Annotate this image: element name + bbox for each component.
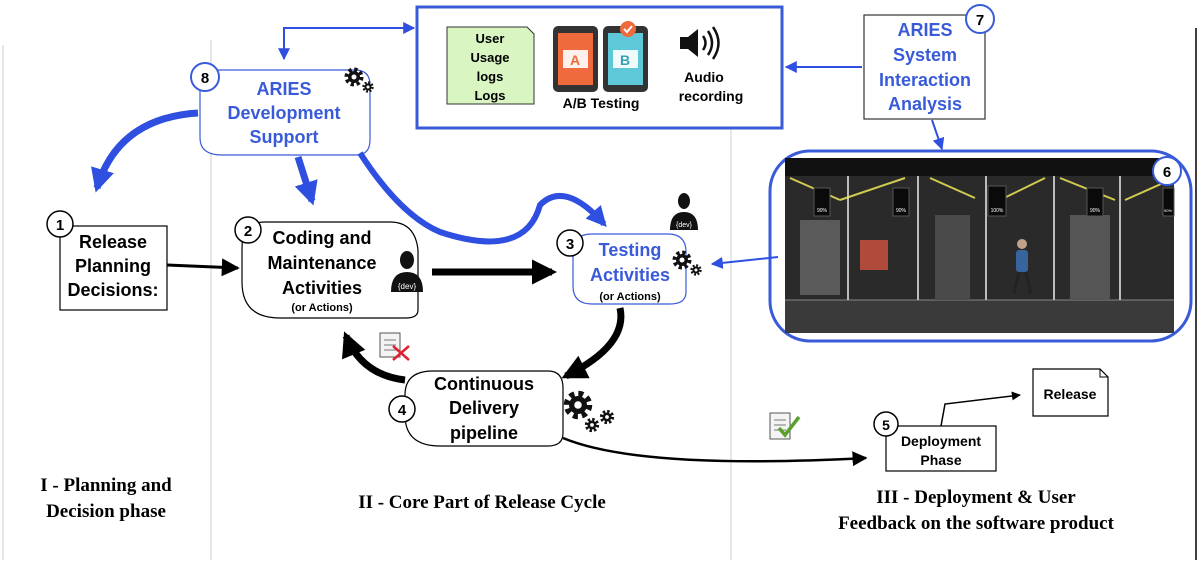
- badge-2: 2: [244, 223, 252, 240]
- node-smart-space-photo: 90% 90% 100% 90% 90%: [768, 149, 1193, 343]
- usage-logs-note: User Usage logs Logs: [446, 26, 535, 105]
- logs-line: Usage: [470, 50, 509, 65]
- logs-line: Logs: [474, 88, 505, 103]
- arrow-aries-dev-to-testing: [357, 151, 607, 245]
- gears-icon: [568, 395, 615, 433]
- badge-6: 6: [1163, 164, 1171, 181]
- arrow-deployment-to-release: [940, 391, 1021, 427]
- node3-line: Testing: [599, 240, 662, 260]
- phase-1-label: Decision phase: [46, 501, 166, 522]
- node8-line: Development: [227, 103, 340, 123]
- developer-icon: {dev}: [391, 251, 423, 292]
- node-testing-activities: Testing Activities (or Actions) 3 {dev}: [556, 193, 702, 305]
- node4-line: pipeline: [450, 423, 518, 443]
- arrow-pipeline-to-coding: [342, 331, 406, 384]
- data-sources-box: User Usage logs Logs A B A/B Testing Aud…: [415, 5, 784, 130]
- release-document: Release: [1032, 368, 1109, 417]
- arrow-photo-to-testing: [710, 256, 779, 269]
- node1-line: Release: [79, 232, 147, 252]
- photo-sign: 100%: [987, 185, 1007, 217]
- photo-sign-label: 100%: [991, 208, 1004, 214]
- photo-sign: 90%: [892, 187, 910, 217]
- arrow-aries-dev-to-planning: [91, 109, 199, 193]
- arrow-data-to-aries-dev: [278, 22, 416, 61]
- node-coding-maintenance-activities: Coding and Maintenance Activities (or Ac…: [234, 216, 423, 319]
- node5-line: Phase: [920, 452, 961, 468]
- node4-line: Delivery: [449, 398, 519, 418]
- arrow-aries-dev-to-coding: [294, 155, 318, 206]
- node-aries-development-support: ARIES Development Support 8: [190, 62, 374, 156]
- walking-person: [1012, 239, 1033, 295]
- photo-sign: 90%: [1162, 187, 1175, 217]
- node-continuous-delivery-pipeline: Continuous Delivery pipeline 4: [388, 370, 615, 447]
- logs-line: User: [476, 31, 505, 46]
- photo-sign-label: 90%: [1164, 208, 1172, 213]
- arrow-pipeline-to-deployment: [562, 436, 868, 467]
- node4-line: Continuous: [434, 374, 534, 394]
- speaker-icon: [680, 26, 720, 60]
- node7-line: ARIES: [897, 20, 952, 40]
- photo-sign: 90%: [813, 187, 831, 217]
- badge-5: 5: [882, 417, 890, 433]
- node8-line: ARIES: [256, 79, 311, 99]
- phase-3-label: III - Deployment & User: [876, 487, 1076, 508]
- node3-line: Activities: [590, 265, 670, 285]
- dev-label: {dev}: [398, 282, 417, 291]
- node2-line: Coding and: [273, 228, 372, 248]
- node-deployment-phase: Deployment Phase 5: [873, 411, 997, 472]
- arrow-analysis-to-photo: [931, 119, 945, 151]
- node3-sub: (or Actions): [599, 291, 661, 303]
- node1-line: Decisions:: [67, 280, 158, 300]
- ab-b-label: B: [620, 52, 630, 68]
- arrow-planning-to-coding: [166, 258, 240, 277]
- photo-sign-label: 90%: [1090, 208, 1101, 214]
- phase-1-label: I - Planning and: [40, 475, 172, 496]
- badge-4: 4: [398, 402, 407, 419]
- node5-line: Deployment: [901, 433, 981, 449]
- smart-space-photo: 90% 90% 100% 90% 90%: [785, 158, 1175, 333]
- dev-label: {dev}: [676, 222, 693, 229]
- arrow-testing-to-pipeline: [561, 307, 625, 380]
- rejected-document-icon: [379, 332, 410, 361]
- developer-icon: {dev}: [670, 193, 698, 230]
- photo-sign-label: 90%: [817, 208, 828, 214]
- node8-line: Support: [250, 127, 319, 147]
- ab-testing-icon: A B: [553, 21, 648, 92]
- ab-a-label: A: [570, 52, 580, 68]
- audio-line: recording: [679, 88, 744, 104]
- photo-sign: 90%: [1086, 187, 1104, 217]
- ab-testing-label: A/B Testing: [563, 95, 640, 111]
- node2-line: Activities: [282, 278, 362, 298]
- release-label: Release: [1044, 386, 1097, 402]
- badge-7: 7: [976, 12, 984, 29]
- node2-line: Maintenance: [267, 253, 376, 273]
- badge-3: 3: [566, 236, 574, 253]
- logs-line: logs: [477, 69, 504, 84]
- node1-line: Planning: [75, 256, 151, 276]
- node-aries-system-interaction-analysis: ARIES System Interaction Analysis 7: [863, 4, 995, 120]
- node-release-planning-decisions: Release Planning Decisions: 1: [46, 210, 168, 311]
- audio-line: Audio: [684, 69, 724, 85]
- phase-2-label: II - Core Part of Release Cycle: [358, 492, 606, 513]
- badge-8: 8: [201, 70, 209, 87]
- node7-line: Interaction: [879, 70, 971, 90]
- phase-3-label: Feedback on the software product: [838, 513, 1115, 534]
- node2-sub: (or Actions): [291, 302, 353, 314]
- node7-line: System: [893, 45, 957, 65]
- approved-document-icon: [769, 412, 801, 440]
- node7-line: Analysis: [888, 94, 962, 114]
- badge-1: 1: [56, 217, 64, 234]
- photo-sign-label: 90%: [896, 208, 907, 214]
